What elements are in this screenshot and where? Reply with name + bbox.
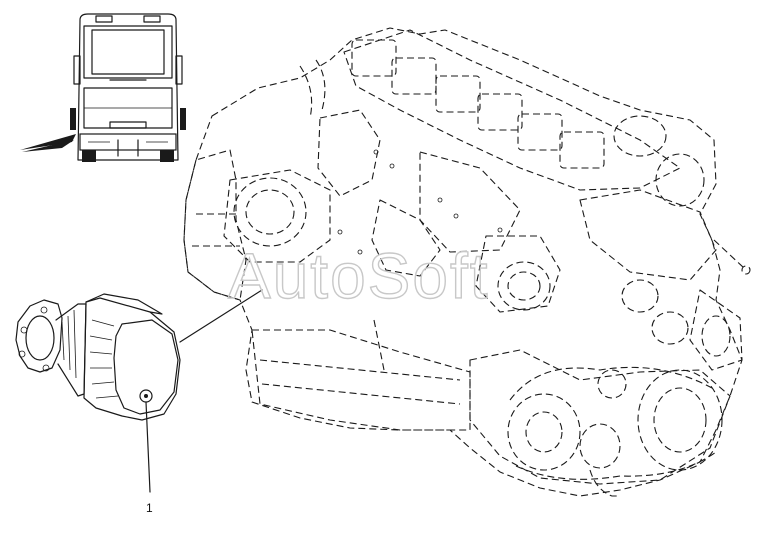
bus-rear-view-icon bbox=[70, 13, 186, 162]
arrow-pointer-icon bbox=[20, 134, 76, 152]
filter-housing-part-icon bbox=[15, 293, 181, 421]
engine-assembly-dashed-icon bbox=[183, 27, 751, 497]
watermark-text: AutoSoft bbox=[228, 240, 490, 312]
part-leader-line bbox=[179, 289, 263, 343]
callout-leader-line bbox=[145, 401, 151, 493]
callout-label-1: 1 bbox=[146, 501, 153, 515]
